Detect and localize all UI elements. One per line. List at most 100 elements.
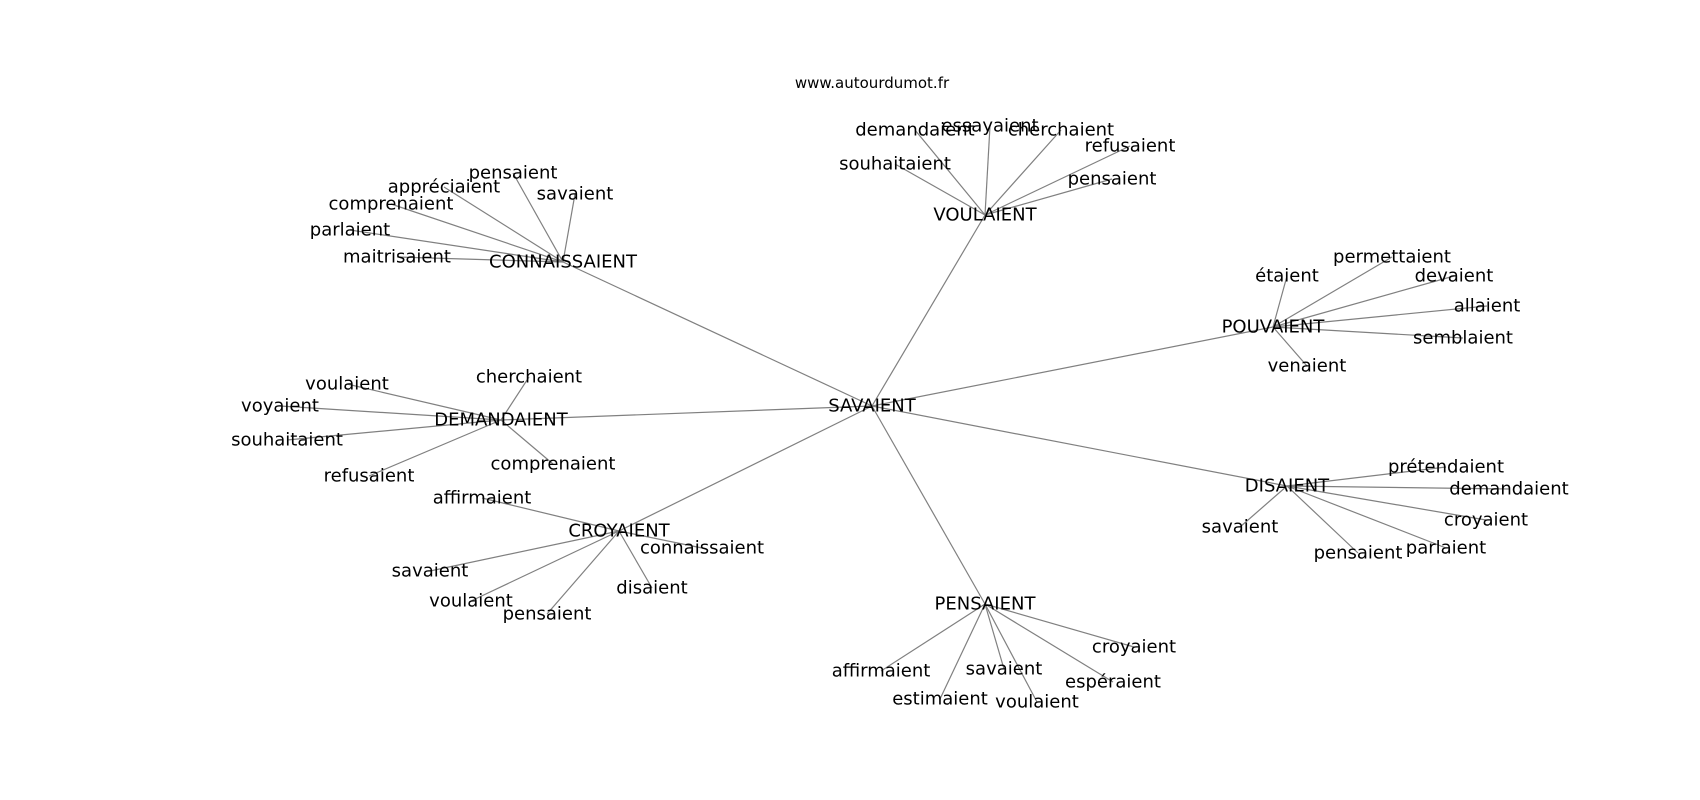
leaf-word-label: savaient — [1202, 517, 1279, 538]
edge-center-connaissaient — [562, 261, 873, 407]
edge-center-disaient — [871, 405, 1288, 487]
leaf-word-label: pensaient — [469, 163, 558, 184]
edge-disaient-4 — [1286, 485, 1359, 554]
edge-center-pouvaient — [871, 326, 1274, 407]
graph-labels: www.autourdumot.fr SAVAIENT VOULAIENT dema… — [231, 74, 1569, 713]
leaf-word-label: croyaient — [1444, 510, 1528, 531]
leaf-word-label: pensaient — [503, 604, 592, 625]
edge-demandaient-1 — [500, 376, 530, 421]
leaf-word-label: pensaient — [1068, 169, 1157, 190]
leaf-word-label: souhaitaient — [231, 430, 343, 451]
edge-pensaient-2 — [984, 603, 1005, 670]
leaf-word-label: allaient — [1454, 296, 1521, 317]
leaf-word-label: voulaient — [995, 692, 1079, 713]
leaf-word-label: permettaient — [1333, 247, 1451, 268]
leaf-word-label: affirmaient — [433, 488, 532, 509]
edge-voulaient-0 — [914, 129, 986, 216]
leaf-word-label: devaient — [1415, 266, 1494, 287]
edge-voulaient-3 — [984, 145, 1131, 216]
leaf-word-label: refusaient — [324, 466, 415, 487]
leaf-word-label: venaient — [1268, 356, 1347, 377]
edge-center-voulaient — [871, 214, 986, 407]
leaf-word-label: disaient — [616, 578, 687, 599]
leaf-word-label: comprenaient — [329, 194, 454, 215]
edge-voulaient-2 — [984, 129, 1062, 216]
hub-word-label: DISAIENT — [1245, 476, 1330, 497]
edge-demandaient-4 — [368, 419, 502, 477]
leaf-word-label: savaient — [537, 184, 614, 205]
edge-pouvaient-3 — [1272, 305, 1488, 328]
leaf-word-label: cherchaient — [476, 367, 582, 388]
edge-voulaient-5 — [984, 178, 1113, 216]
edge-disaient-0 — [1286, 466, 1447, 487]
leaf-word-label: savaient — [966, 659, 1043, 680]
edge-croyaient-2 — [429, 530, 620, 572]
edge-croyaient-0 — [481, 497, 620, 532]
leaf-word-label: maitrisaient — [343, 247, 451, 268]
leaf-word-label: demandaient — [1449, 479, 1568, 500]
edge-disaient-1 — [1286, 485, 1510, 490]
edge-connaissaient-2 — [562, 193, 576, 263]
edge-demandaient-5 — [500, 419, 554, 465]
leaf-word-label: étaient — [1255, 266, 1319, 287]
leaf-word-label: semblaient — [1413, 328, 1513, 349]
edge-center-demandaient — [500, 405, 873, 421]
edge-pouvaient-4 — [1272, 326, 1464, 339]
leaf-word-label: refusaient — [1085, 136, 1176, 157]
edge-pouvaient-1 — [1272, 275, 1288, 328]
edge-center-croyaient — [618, 405, 873, 532]
leaf-word-label: espéraient — [1065, 672, 1161, 693]
edge-pouvaient-5 — [1272, 326, 1308, 367]
leaf-word-label: voulaient — [429, 591, 513, 612]
edge-demandaient-2 — [279, 405, 502, 421]
hub-word-label: CONNAISSAIENT — [489, 252, 638, 273]
edge-pouvaient-0 — [1272, 256, 1393, 328]
edge-croyaient-4 — [470, 530, 620, 602]
leaf-word-label: appréciaient — [388, 177, 500, 198]
edge-pensaient-5 — [984, 603, 1038, 703]
graph-edges — [279, 125, 1510, 703]
leaf-word-label: demandaient — [855, 120, 974, 141]
leaf-word-label: essayaient — [941, 116, 1038, 137]
edge-voulaient-1 — [984, 125, 991, 216]
edge-pouvaient-2 — [1272, 275, 1455, 328]
leaf-word-label: estimaient — [892, 689, 988, 710]
leaf-word-label: parlaient — [1406, 538, 1486, 559]
leaf-word-label: savaient — [392, 561, 469, 582]
hub-word-label: DEMANDAIENT — [434, 410, 569, 431]
hub-word-label: POUVAIENT — [1222, 317, 1326, 338]
edge-connaissaient-5 — [396, 256, 564, 263]
hub-word-label: PENSAIENT — [935, 594, 1037, 615]
edge-center-pensaient — [871, 405, 986, 605]
edge-disaient-3 — [1239, 485, 1288, 528]
edge-pensaient-4 — [939, 603, 986, 700]
edge-connaissaient-4 — [349, 229, 564, 263]
edge-pensaient-3 — [984, 603, 1114, 683]
edge-demandaient-3 — [286, 419, 502, 441]
leaf-word-label: parlaient — [310, 220, 390, 241]
hub-word-label: VOULAIENT — [933, 205, 1037, 226]
edge-connaissaient-1 — [443, 186, 564, 263]
leaf-word-label: affirmaient — [832, 661, 931, 682]
edge-voulaient-4 — [894, 163, 986, 216]
edge-croyaient-5 — [546, 530, 620, 615]
edge-connaissaient-0 — [512, 172, 564, 263]
edge-connaissaient-3 — [390, 203, 564, 263]
hub-word-label: CROYAIENT — [568, 521, 670, 542]
edge-pensaient-0 — [984, 603, 1135, 648]
source-label: www.autourdumot.fr — [795, 74, 950, 92]
edge-croyaient-1 — [618, 530, 703, 549]
edge-pensaient-1 — [880, 603, 986, 672]
leaf-word-label: cherchaient — [1008, 120, 1114, 141]
leaf-word-label: connaissaient — [640, 538, 764, 559]
leaf-word-label: souhaitaient — [839, 154, 951, 175]
center-word-label: SAVAIENT — [828, 396, 917, 417]
leaf-word-label: pensaient — [1314, 543, 1403, 564]
edge-disaient-5 — [1286, 485, 1447, 549]
leaf-word-label: voyaient — [241, 396, 319, 417]
leaf-word-label: voulaient — [305, 374, 389, 395]
leaf-word-label: prétendaient — [1388, 457, 1504, 478]
edge-disaient-2 — [1286, 485, 1487, 521]
leaf-word-label: comprenaient — [491, 454, 616, 475]
